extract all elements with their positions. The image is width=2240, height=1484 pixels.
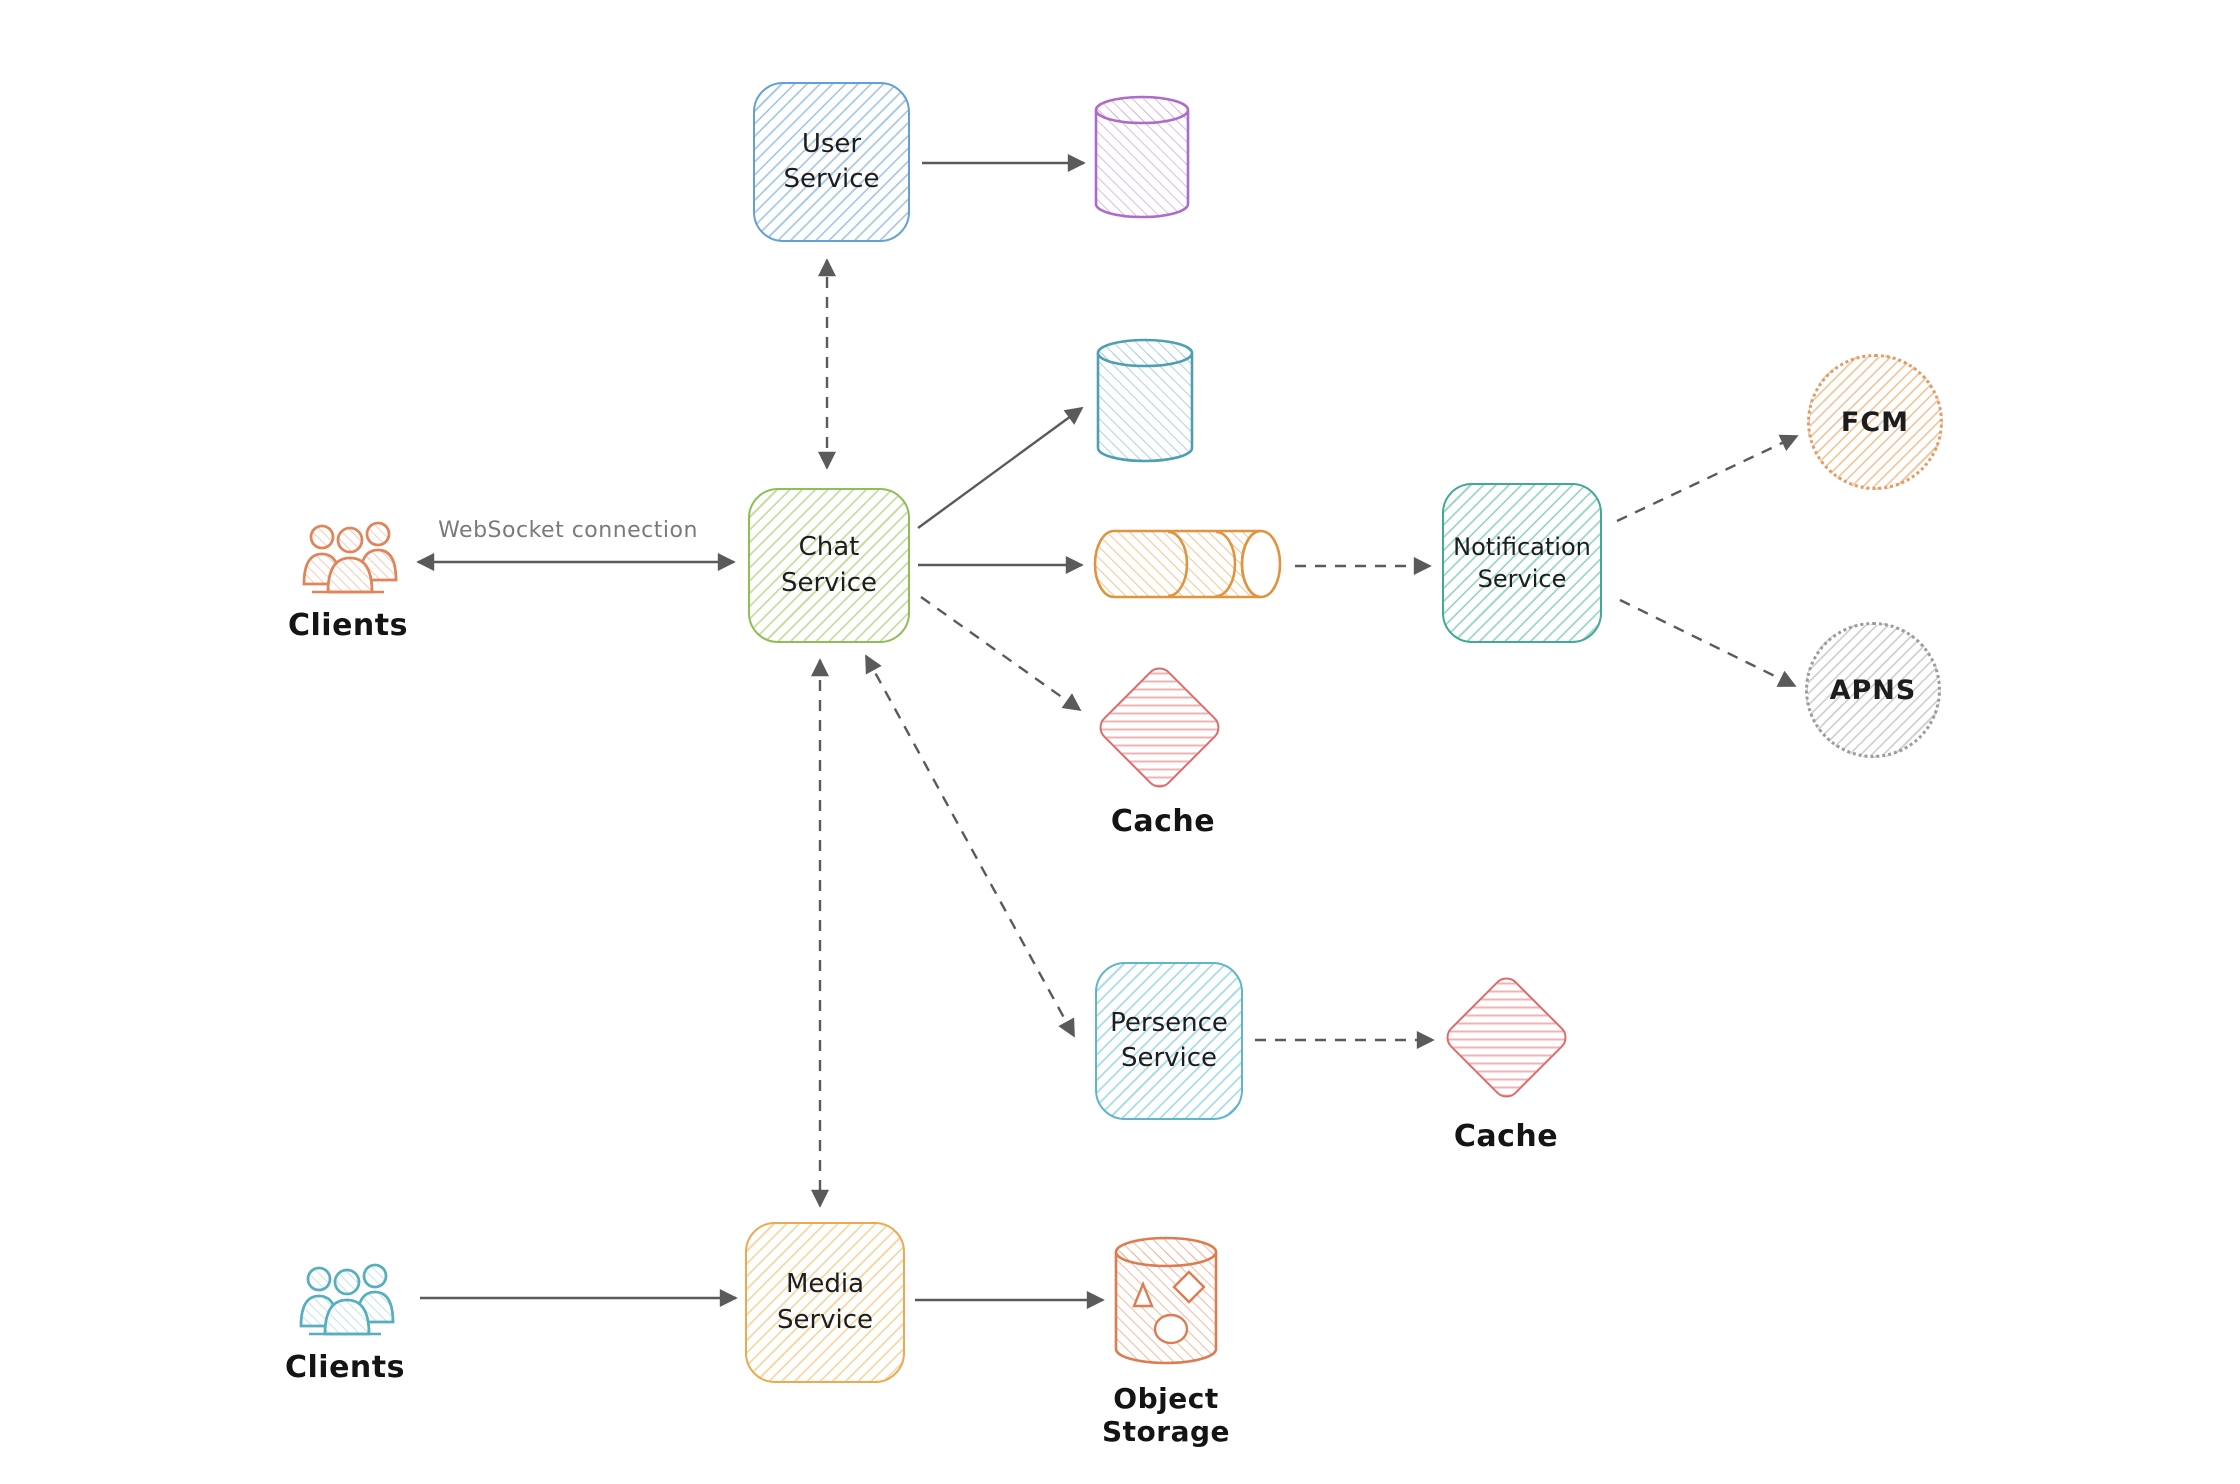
websocket-connection-label: WebSocket connection	[438, 518, 698, 543]
notification-service-label: Notification Service	[1453, 532, 1591, 593]
node-user-service[interactable]: User Service	[753, 82, 910, 242]
edge-notification-apns	[1619, 598, 1797, 688]
cache-chat-label: Cache	[1110, 804, 1216, 839]
object-storage-label: Object Storage	[1101, 1382, 1231, 1448]
message-db-cylinder	[1096, 338, 1194, 463]
storage-circle-icon	[1153, 1313, 1189, 1345]
edge-chat-persence	[864, 654, 1076, 1038]
node-persence-service[interactable]: Persence Service	[1095, 962, 1243, 1120]
clients-group-icon	[299, 1263, 395, 1336]
clients-bottom-label: Clients	[285, 1350, 405, 1385]
node-notification-service[interactable]: Notification Service	[1442, 483, 1602, 643]
chat-service-label: Chat Service	[780, 532, 878, 598]
apns-label: APNS	[1829, 674, 1917, 706]
storage-triangle-icon	[1132, 1280, 1154, 1308]
node-media-service[interactable]: Media Service	[745, 1222, 905, 1383]
user-db-cylinder	[1094, 95, 1190, 219]
clients-top-label: Clients	[288, 608, 408, 643]
persence-service-label: Persence Service	[1110, 1007, 1228, 1073]
message-queue-cylinder	[1093, 529, 1282, 599]
media-service-label: Media Service	[776, 1269, 874, 1335]
user-service-label: User Service	[783, 128, 880, 194]
clients-group-icon	[302, 521, 398, 594]
node-chat-service[interactable]: Chat Service	[748, 488, 910, 643]
cache-presence-label: Cache	[1453, 1119, 1559, 1154]
node-cache-chat[interactable]	[1093, 661, 1226, 794]
storage-diamond-icon	[1172, 1270, 1206, 1304]
object-storage-cylinder	[1114, 1236, 1218, 1365]
edge-notification-fcm	[1616, 434, 1799, 523]
edge-chat-cache	[920, 596, 1082, 712]
node-apns[interactable]: APNS	[1805, 622, 1941, 758]
node-cache-presence[interactable]	[1440, 971, 1573, 1104]
node-fcm[interactable]: FCM	[1807, 354, 1943, 490]
edge-chat-messagedb	[917, 406, 1084, 529]
fcm-label: FCM	[1840, 406, 1910, 438]
